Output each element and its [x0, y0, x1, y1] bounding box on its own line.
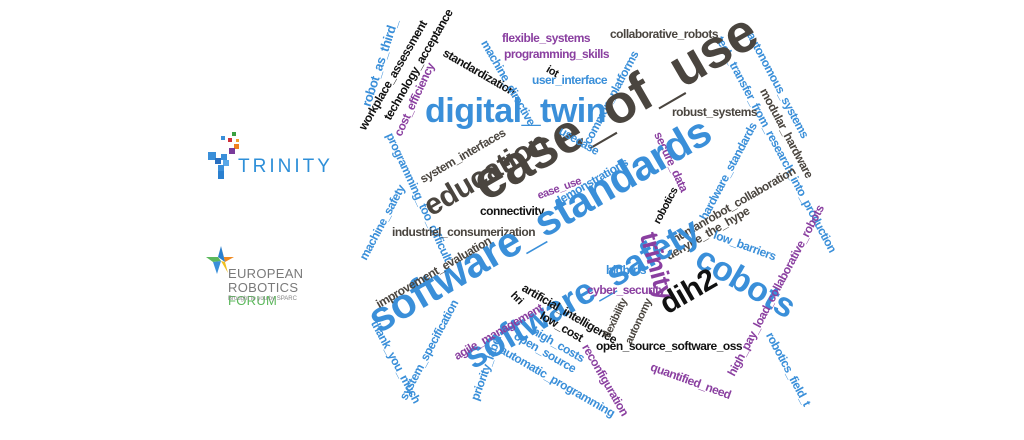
cloud-word: hightrls [606, 263, 647, 277]
european-robotics-forum-logo[interactable] [205, 245, 355, 305]
cloud-word: robust_systems [672, 105, 758, 119]
cloud-word: industriel_consumerization [392, 225, 536, 239]
cloud-word: quantified_need [648, 359, 733, 402]
cloud-word: user_interface [532, 73, 608, 87]
trinity-pixel-icon [208, 132, 239, 179]
cloud-word: collaborative_robots [610, 27, 719, 41]
cloud-word: open_source_software_oss [596, 339, 743, 353]
erf-tagline: Brought to you by SPARC [228, 296, 297, 302]
star-icon [206, 246, 234, 274]
cloud-word: digital_twin [425, 92, 607, 130]
erf-robotics: ROBOTICS [228, 280, 299, 295]
erf-line-robotics-forum: ROBOTICS FORUM [228, 281, 350, 307]
sponsor-logos: TRINITY EUROPEAN ROBOTICS FORUM Brought … [0, 0, 350, 440]
trinity-wordmark: TRINITY [238, 156, 333, 177]
cloud-word: programming_skills [504, 47, 610, 61]
erf-forum: FORUM [228, 293, 278, 308]
cloud-word: cyber_security [587, 283, 665, 297]
cloud-word: connectivity [480, 204, 545, 218]
cloud-word: flexible_systems [502, 31, 591, 45]
cloud-word: machine_safety [356, 182, 408, 263]
trinity-logo[interactable] [205, 130, 345, 185]
erf-line-european: EUROPEAN [228, 266, 304, 281]
cloud-word: robotics_field_t [763, 329, 814, 409]
